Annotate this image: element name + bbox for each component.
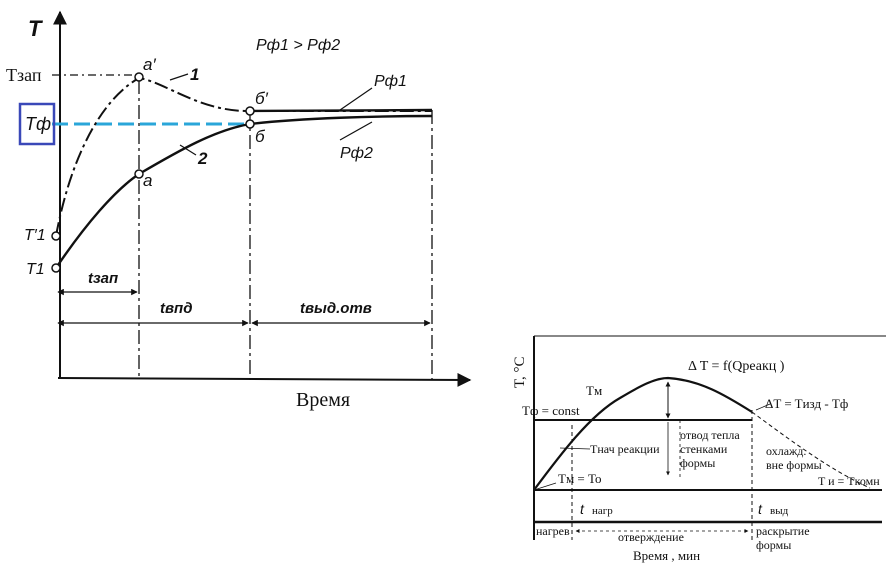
pf2-leader bbox=[339, 121, 373, 141]
curve-1-label: 1 bbox=[190, 65, 199, 84]
delta-izd-leader bbox=[755, 403, 771, 411]
ohlazh-label-1: охлажд. bbox=[766, 444, 806, 458]
ti-tkomn-label: T и = Tкомн bbox=[818, 474, 880, 488]
nagrev-label: нагрев bbox=[536, 524, 570, 538]
t-vyd-sub: выд bbox=[770, 505, 789, 517]
otvod-label-1: отвод тепла bbox=[680, 428, 740, 442]
t-zap-label: tзап bbox=[88, 270, 118, 287]
curve-pf1 bbox=[249, 108, 433, 113]
otverzhdenie-label: отверждение bbox=[618, 530, 684, 544]
point-b-prime bbox=[245, 106, 255, 116]
t-nach-label: Tнач реакции bbox=[590, 442, 660, 456]
cooling-curve bbox=[751, 411, 871, 489]
left-x-axis bbox=[57, 372, 472, 387]
point-t1 bbox=[51, 263, 61, 273]
delta-t-reac-label: Δ T = f(Qреакц ) bbox=[688, 359, 785, 374]
tm-to-leader bbox=[533, 482, 557, 491]
tm-curve bbox=[533, 376, 753, 491]
point-t1-prime bbox=[51, 231, 61, 241]
t-nach-leader bbox=[559, 447, 591, 450]
pf1-leader bbox=[339, 87, 373, 111]
pf2-label: Pф2 bbox=[340, 145, 373, 162]
curve-2 bbox=[55, 114, 433, 269]
t1-label: T1 bbox=[26, 261, 45, 278]
point-b-label: б bbox=[255, 127, 266, 146]
t-vpd-label: tвпд bbox=[160, 300, 193, 317]
t-nagr-t: t bbox=[580, 501, 585, 517]
ohlazh-label-2: вне формы bbox=[766, 458, 822, 472]
curve1-leader bbox=[169, 73, 189, 81]
tf-highlight-box bbox=[18, 102, 56, 146]
delta-t-izd-label: ΔT = Tизд - Tф bbox=[765, 396, 848, 411]
point-b bbox=[245, 119, 255, 129]
tzap-label: Тзап bbox=[6, 65, 42, 85]
point-a-prime bbox=[134, 72, 144, 82]
t-nagr-sub: нагр bbox=[592, 505, 613, 517]
right-axis-y-label: T, °C bbox=[512, 356, 528, 388]
t1-prime-label: T′1 bbox=[24, 227, 46, 244]
curve-1 bbox=[55, 76, 432, 237]
tm-label: Tм bbox=[586, 383, 602, 398]
t-vyd-label: tвыд.отв bbox=[300, 300, 372, 317]
point-a-label: a bbox=[143, 171, 152, 190]
left-axis-x-label: Время bbox=[296, 389, 350, 411]
curve2-leader bbox=[179, 144, 197, 156]
left-axis-y-label: T bbox=[28, 16, 43, 41]
tf-label: Tф bbox=[25, 114, 51, 134]
otvod-label-3: формы bbox=[680, 456, 715, 470]
raskrytie-label-1: раскрытие bbox=[756, 524, 810, 538]
tm-to-label: Tм = To bbox=[558, 471, 602, 486]
tf-const-label: Tф = const bbox=[522, 403, 580, 418]
condition-label: Pф1 > Pф2 bbox=[256, 37, 340, 54]
point-a-prime-label: a′ bbox=[143, 55, 156, 74]
t-vyd-t: t bbox=[758, 501, 763, 517]
left-diagram: T Время Pф1 > Pф2 Тзап Tф T′1 T1 a′ a б′… bbox=[6, 10, 472, 411]
curve-2-label: 2 bbox=[197, 149, 208, 168]
point-a bbox=[134, 169, 144, 179]
raskrytie-label-2: формы bbox=[756, 538, 791, 552]
right-axis-x-label: Время , мин bbox=[633, 548, 700, 563]
otvod-label-2: стенками bbox=[680, 442, 728, 456]
right-diagram: T, °C Время , мин Δ T = f(Qреакц ) Tм Tф… bbox=[512, 335, 886, 563]
pf1-label: Pф1 bbox=[374, 73, 407, 90]
point-b-prime-label: б′ bbox=[255, 89, 269, 108]
